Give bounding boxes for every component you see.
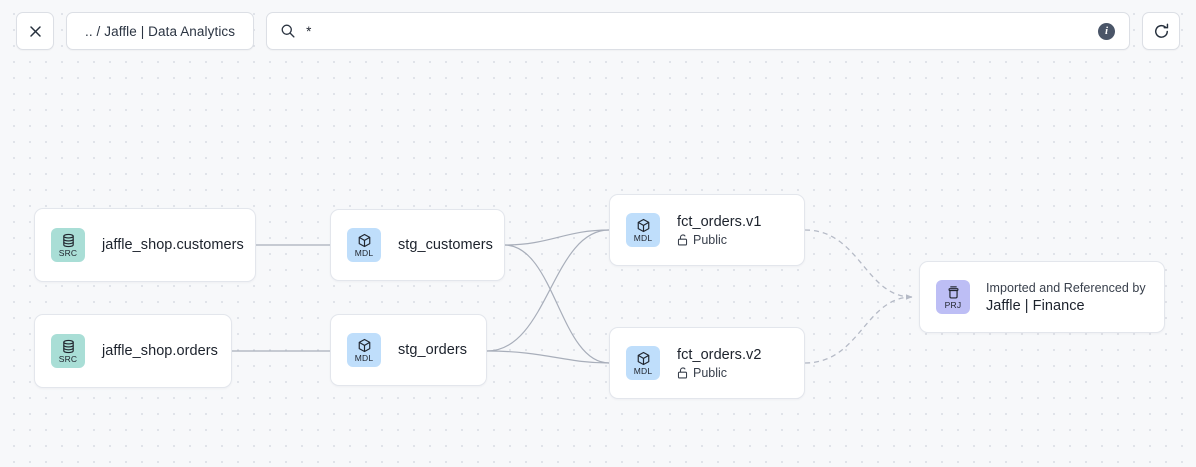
badge-label: SRC: [58, 248, 78, 258]
node-body: stg_customers: [398, 237, 493, 253]
close-icon: [29, 25, 41, 37]
badge-src: SRC: [51, 334, 85, 368]
node-title: jaffle_shop.customers: [102, 237, 244, 253]
node-stg-customers[interactable]: MDL stg_customers: [330, 209, 505, 281]
node-body: Imported and Referenced by Jaffle | Fina…: [986, 281, 1146, 314]
node-jaffle-finance[interactable]: PRJ Imported and Referenced by Jaffle | …: [919, 261, 1165, 333]
edge-v1-to-finance: [804, 229, 913, 300]
badge-label: SRC: [58, 354, 78, 364]
badge-mdl: MDL: [626, 346, 660, 380]
badge-label: PRJ: [944, 300, 962, 310]
node-fct-orders-v2[interactable]: MDL fct_orders.v2 Public: [609, 327, 805, 399]
badge-label: MDL: [354, 248, 374, 258]
node-jaffle-shop-orders[interactable]: SRC jaffle_shop.orders: [34, 314, 232, 388]
badge-label: MDL: [354, 353, 374, 363]
info-icon[interactable]: i: [1098, 22, 1115, 40]
info-icon-label: i: [1104, 24, 1109, 37]
badge-src: SRC: [51, 228, 85, 262]
edge-stgorders-to-v1: [486, 229, 610, 352]
edge-stgorders-to-v2: [486, 350, 610, 364]
node-access-label: Public: [693, 365, 728, 380]
database-icon: [62, 233, 74, 247]
node-access: Public: [677, 366, 761, 380]
search-icon: [281, 24, 295, 38]
node-stg-orders[interactable]: MDL stg_orders: [330, 314, 487, 386]
node-body: jaffle_shop.customers: [102, 237, 244, 253]
refresh-button[interactable]: [1142, 12, 1180, 50]
edge-v2-to-finance: [804, 294, 913, 364]
badge-mdl: MDL: [626, 213, 660, 247]
node-fct-orders-v1[interactable]: MDL fct_orders.v1 Public: [609, 194, 805, 266]
cube-icon: [358, 233, 370, 247]
node-access: Public: [677, 233, 761, 247]
node-body: fct_orders.v1 Public: [677, 214, 761, 247]
top-toolbar: .. / Jaffle | Data Analytics i: [0, 0, 1196, 62]
edge-stgcustomers-to-v1: [504, 229, 610, 246]
project-icon: [948, 285, 958, 299]
database-icon: [62, 339, 74, 353]
badge-prj: PRJ: [936, 280, 970, 314]
close-button[interactable]: [16, 12, 54, 50]
edge-stgcustomers-to-v2: [504, 244, 610, 364]
refresh-icon: [1154, 23, 1168, 38]
node-title: stg_customers: [398, 237, 493, 253]
node-body: stg_orders: [398, 342, 467, 358]
node-access-label: Public: [693, 232, 728, 247]
node-title: fct_orders.v1: [677, 213, 762, 230]
cube-icon: [358, 338, 370, 352]
node-title: Jaffle | Finance: [986, 297, 1085, 314]
badge-label: MDL: [633, 233, 653, 243]
node-jaffle-shop-customers[interactable]: SRC jaffle_shop.customers: [34, 208, 256, 282]
node-title: fct_orders.v2: [677, 346, 762, 363]
breadcrumb[interactable]: .. / Jaffle | Data Analytics: [66, 12, 255, 50]
unlock-icon: [677, 233, 688, 245]
badge-label: MDL: [633, 366, 653, 376]
unlock-icon: [677, 366, 688, 378]
breadcrumb-label: .. / Jaffle | Data Analytics: [85, 23, 236, 39]
search-input[interactable]: [306, 23, 1088, 39]
node-caption: Imported and Referenced by: [986, 280, 1146, 295]
node-body: jaffle_shop.orders: [102, 343, 218, 359]
node-body: fct_orders.v2 Public: [677, 347, 761, 380]
search-box[interactable]: i: [266, 12, 1130, 50]
node-title: stg_orders: [398, 342, 468, 358]
node-title: jaffle_shop.orders: [102, 343, 218, 359]
badge-mdl: MDL: [347, 333, 381, 367]
cube-icon: [637, 351, 649, 365]
badge-mdl: MDL: [347, 228, 381, 262]
cube-icon: [637, 218, 649, 232]
